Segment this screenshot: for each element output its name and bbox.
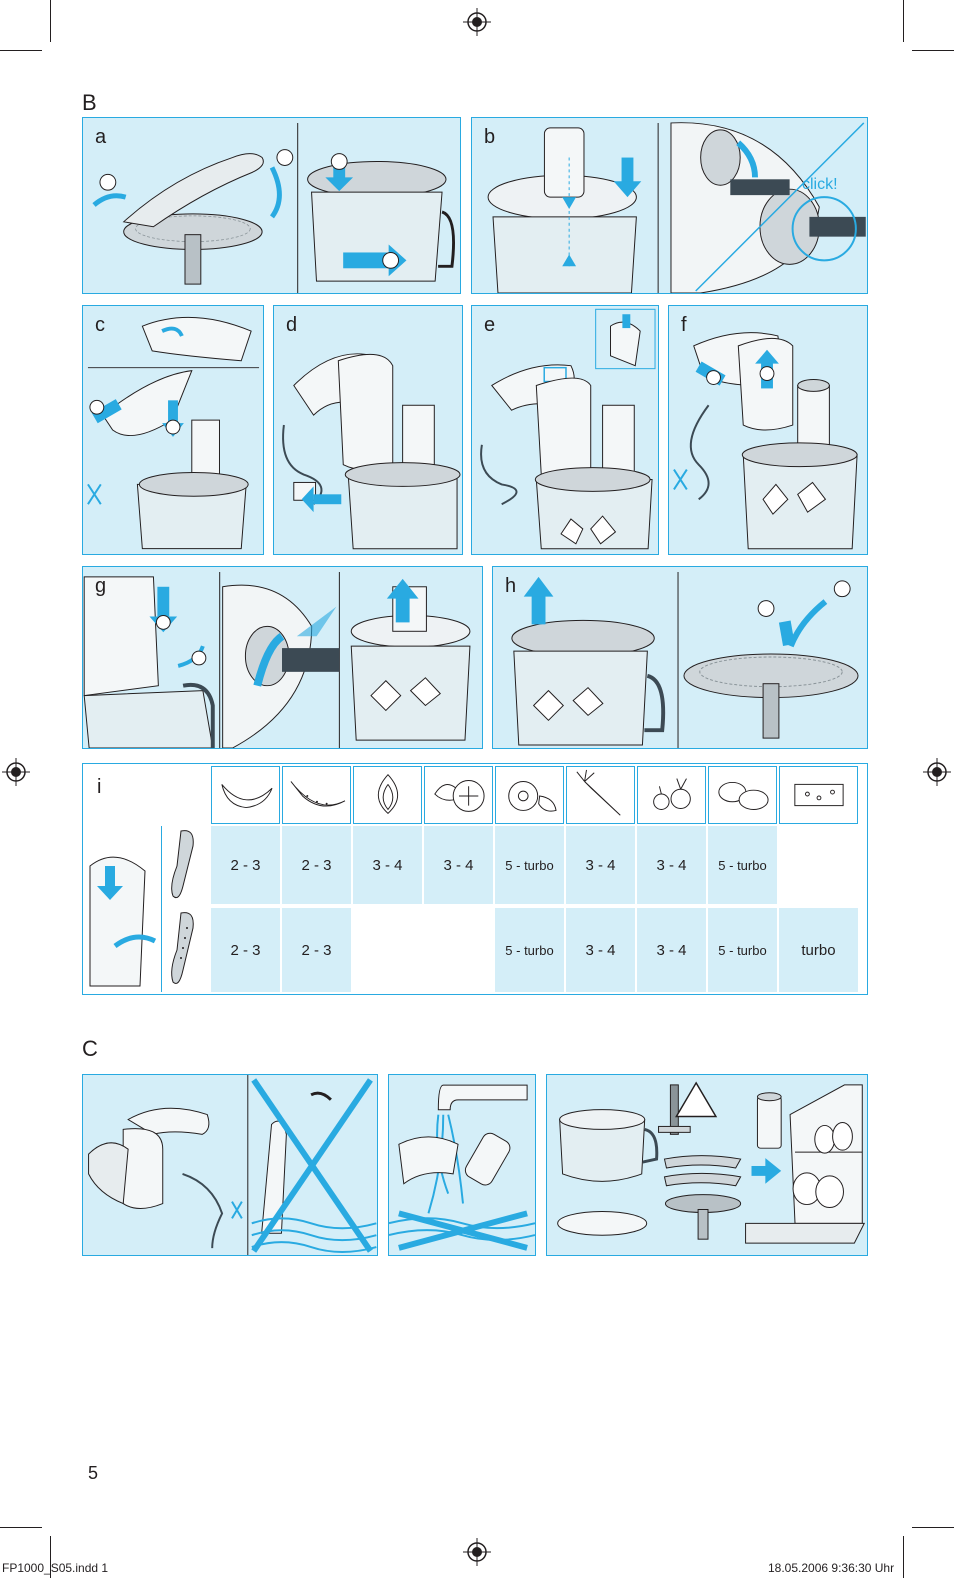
panel-f: f (668, 305, 868, 555)
onion-icon (353, 766, 422, 824)
apple-icon (495, 766, 564, 824)
radish-icon (637, 766, 706, 824)
panel-label-c: c (95, 314, 105, 336)
no-rinse-illustration-icon (389, 1084, 535, 1251)
speed-dial-illustration-icon (85, 826, 162, 992)
detach-motor-illustration-icon (673, 332, 858, 550)
panel-label-d: d (286, 314, 298, 336)
table-cell (424, 908, 493, 992)
section-label-c: C (82, 1036, 98, 1061)
table-cell: turbo (779, 908, 858, 992)
panel-no-water (388, 1074, 536, 1256)
section-label-b: B (82, 90, 97, 115)
wipe-motor-illustration-icon (88, 1075, 377, 1255)
footer-date: 18.05.2006 9:36:30 Uhr (768, 1561, 895, 1575)
cucumber-long-icon (211, 766, 280, 824)
dishwasher-safe-illustration-icon (557, 1081, 866, 1244)
settings-table: i 2 - 3 2 - 3 (82, 763, 868, 995)
panel-label-h: h (505, 575, 517, 597)
table-cell: 3 - 4 (637, 826, 706, 904)
panel-b: b click! (471, 117, 868, 294)
table-cell: 2 - 3 (282, 826, 351, 904)
table-cell: 5 - turbo (708, 826, 777, 904)
panel-dishwasher (546, 1074, 868, 1256)
shredding-disc-icon (163, 908, 209, 992)
table-cell: 3 - 4 (637, 908, 706, 992)
panel-label-f: f (681, 314, 687, 336)
panel-label-a: a (95, 126, 107, 148)
table-cell: 3 - 4 (424, 826, 493, 904)
panel-h: h (492, 566, 868, 749)
page-number: 5 (88, 1463, 99, 1483)
table-cell (353, 908, 422, 992)
panel-a: a (82, 117, 461, 294)
registration-mark-left-icon (2, 758, 30, 786)
table-cell: 3 - 4 (566, 826, 635, 904)
click-callout: click! (802, 176, 838, 193)
plug-in-illustration-icon (282, 353, 461, 550)
mushroom-icon (424, 766, 493, 824)
panel-c: c (82, 305, 264, 555)
potato-icon (708, 766, 777, 824)
carrot-icon (566, 766, 635, 824)
registration-mark-bottom-icon (463, 1538, 491, 1566)
panel-label-b: b (484, 126, 496, 148)
cucumber-icon (282, 766, 351, 824)
table-cell: 2 - 3 (211, 826, 280, 904)
disc-remove-illustration-icon (511, 571, 859, 748)
table-cell: 5 - turbo (495, 826, 564, 904)
panel-label-i: i (97, 776, 102, 798)
slicing-disc-icon (163, 826, 209, 906)
registration-mark-top-icon (463, 8, 491, 36)
table-cell: 5 - turbo (495, 908, 564, 992)
table-cell (779, 826, 858, 904)
lid-attach-illustration-icon (487, 122, 866, 293)
disc-insert-illustration-icon (92, 122, 456, 293)
cheese-icon (779, 766, 858, 824)
panel-e: e (471, 305, 659, 555)
lid-remove-illustration-icon (83, 571, 471, 748)
panel-label-e: e (484, 314, 496, 336)
panel-g: g (82, 566, 483, 749)
footer-file: FP1000_S05.indd 1 (2, 1561, 109, 1575)
panel-clean-motor (82, 1074, 378, 1256)
table-cell: 5 - turbo (708, 908, 777, 992)
panel-label-g: g (95, 575, 107, 597)
panel-d: d (273, 305, 463, 555)
switch-on-illustration-icon (480, 308, 656, 550)
table-cell: 3 - 4 (353, 826, 422, 904)
table-cell: 2 - 3 (211, 908, 280, 992)
table-cell: 3 - 4 (566, 908, 635, 992)
table-cell: 2 - 3 (282, 908, 351, 992)
motor-attach-illustration-icon (87, 316, 260, 550)
registration-mark-right-icon (923, 758, 951, 786)
